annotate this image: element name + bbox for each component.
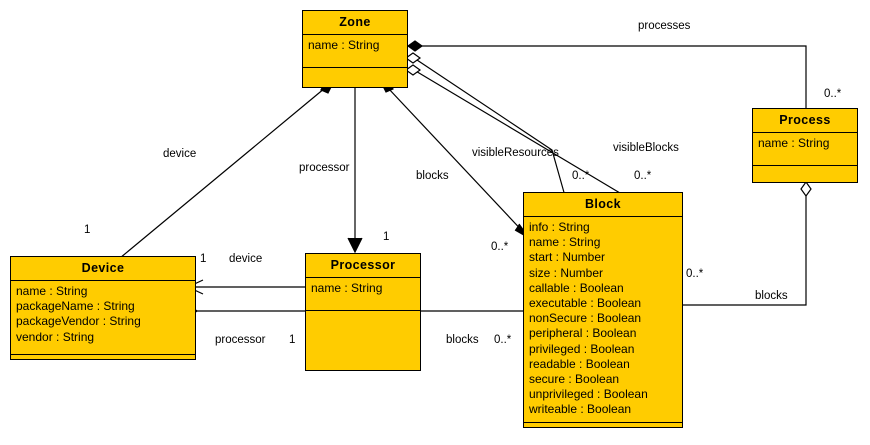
multiplicity-processor-zone: 1 (383, 231, 390, 243)
attribute: start : Number (529, 250, 606, 265)
edge-label-blocks-right: blocks (755, 290, 788, 302)
composition-diamond-zone-processes (406, 40, 424, 52)
edge-label-processor-top: processor (299, 162, 350, 174)
class-block[interactable]: Block info : String name : String start … (523, 192, 683, 428)
edge-label-processes: processes (638, 20, 691, 32)
attribute: name : String (758, 136, 830, 150)
edge-label-processor-mid: processor (215, 334, 266, 346)
class-zone-operations (303, 68, 407, 81)
edge-label-visibleresources: visibleResources (472, 147, 559, 159)
class-processor-title: Processor (306, 254, 420, 278)
edge-label-device-top: device (163, 148, 197, 160)
class-zone-attributes: name : String (303, 35, 407, 68)
class-block-attributes: info : String name : String start : Numb… (524, 217, 682, 423)
attribute: callable : Boolean (529, 280, 624, 295)
arrowhead-zone-processor (347, 237, 363, 254)
attribute: size : Number (529, 265, 604, 280)
attribute: name : String (308, 38, 380, 52)
class-block-title: Block (524, 193, 682, 217)
class-block-operations (524, 423, 682, 436)
attribute: executable : Boolean (529, 296, 642, 311)
class-processor[interactable]: Processor name : String (305, 253, 421, 371)
class-zone-title: Zone (303, 11, 407, 35)
multiplicity-block-right: 0..* (686, 268, 704, 280)
class-processor-operations (306, 311, 420, 324)
class-process-title: Process (753, 109, 857, 133)
class-process[interactable]: Process name : String (752, 108, 858, 183)
attribute: vendor : String (16, 329, 95, 344)
class-process-operations (753, 166, 857, 179)
class-processor-attributes: name : String (306, 278, 420, 311)
attribute: nonSecure : Boolean (529, 311, 642, 326)
aggregation-diamond-zone-visibleresources (404, 52, 422, 64)
edge-label-blocks-mid: blocks (446, 334, 479, 346)
class-device-operations (11, 355, 195, 368)
multiplicity-process-top: 0..* (824, 88, 842, 100)
aggregation-diamond-process-blocks (800, 180, 812, 198)
multiplicity-block-visibleblocks: 0..* (634, 170, 652, 182)
multiplicity-device-right: 1 (200, 253, 207, 265)
class-device-title: Device (11, 257, 195, 281)
class-device-attributes: name : String packageName : String packa… (11, 281, 195, 355)
multiplicity-block-left: 0..* (491, 241, 509, 253)
edge-label-blocks-top: blocks (416, 170, 449, 182)
attribute: packageName : String (16, 299, 135, 314)
edge-zone-processes-process (408, 45, 807, 108)
class-zone[interactable]: Zone name : String (302, 10, 408, 88)
multiplicity-processor-left: 1 (289, 334, 296, 346)
attribute: info : String (529, 220, 590, 234)
edge-label-device-mid: device (229, 253, 263, 265)
edge-zone-device-device (119, 87, 326, 259)
class-device[interactable]: Device name : String packageName : Strin… (10, 256, 196, 360)
edge-label-visibleblocks: visibleBlocks (613, 142, 679, 154)
edge-zone-blocks-block (387, 87, 529, 238)
aggregation-diamond-zone-visibleblocks (404, 64, 422, 76)
edge-process-blocks-block (683, 196, 807, 306)
attribute: unprivileged : Boolean (529, 387, 648, 402)
attribute: writeable : Boolean (529, 402, 632, 417)
attribute: packageVendor : String (16, 314, 141, 329)
attribute: readable : Boolean (529, 356, 630, 371)
multiplicity-device-zone: 1 (84, 224, 91, 236)
class-process-attributes: name : String (753, 133, 857, 166)
attribute: peripheral : Boolean (529, 326, 637, 341)
attribute: secure : Boolean (529, 372, 620, 387)
attribute: name : String (16, 284, 88, 298)
attribute: name : String (529, 235, 601, 250)
multiplicity-block-visibleresources: 0..* (572, 170, 590, 182)
multiplicity-block-processor: 0..* (494, 334, 512, 346)
attribute: privileged : Boolean (529, 341, 635, 356)
attribute: name : String (311, 281, 383, 295)
